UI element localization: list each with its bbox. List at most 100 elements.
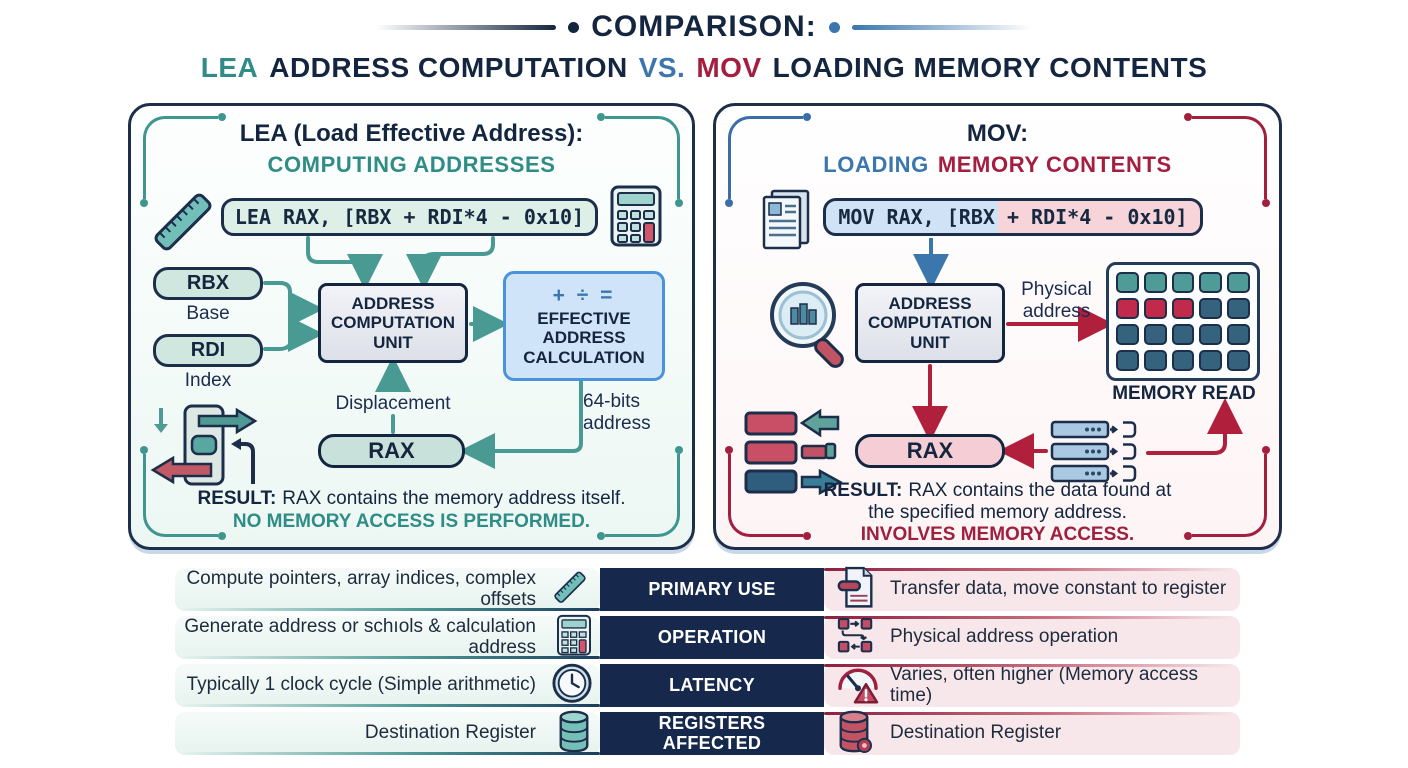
table-label-registers-affected: REGISTERS AFFECTED — [600, 712, 824, 755]
data-transfer-icon — [150, 404, 258, 486]
lea-result-emphasis: NO MEMORY ACCESS IS PERFORMED. — [232, 511, 591, 532]
mov-instruction-code: MOV RAX, [RBX + RDI*4 - 0x10] — [823, 198, 1203, 236]
lea-subheading: COMPUTING ADDRESSES — [267, 152, 556, 177]
title-divider-left — [376, 24, 557, 30]
cell-text: Physical address operation — [890, 626, 1119, 648]
address-mapping-icon — [836, 616, 876, 660]
memory-cell — [1227, 298, 1250, 319]
register-box-rbx: RBX — [153, 267, 263, 300]
document-icon — [762, 189, 810, 250]
subtitle-mov: MOV — [696, 52, 762, 83]
table-cell-lea-primary-use: Compute pointers, array indices, complex… — [175, 568, 600, 611]
memory-cell — [1199, 350, 1223, 371]
memory-cell — [1116, 298, 1139, 319]
table-label-operation: OPERATION — [600, 616, 824, 659]
cell-text: Destination Register — [364, 722, 536, 744]
title-dot-right — [828, 21, 840, 33]
subtitle: LEA ADDRESS COMPUTATION VS. MOV LOADING … — [0, 52, 1408, 84]
mov-rax-box: RAX — [855, 434, 1005, 468]
gauge-warning-icon — [836, 662, 880, 710]
memory-cell — [1199, 324, 1223, 345]
table-cell-lea-registers: Destination Register — [175, 710, 600, 755]
memory-cell — [1116, 272, 1139, 293]
lea-heading: LEA (Load Effective Address): — [239, 120, 584, 147]
result-body: RAX contains the data found at — [908, 480, 1172, 501]
displacement-label: Displacement — [335, 393, 451, 414]
title-text: COMPARISON: — [591, 10, 817, 43]
table-label-primary-use: PRIMARY USE — [600, 568, 824, 611]
result-prefix: RESULT: — [823, 480, 903, 501]
calculator-icon — [556, 614, 592, 662]
lea-result-text: RESULT:RAX contains the memory address i… — [131, 488, 692, 510]
database-icon — [556, 709, 592, 759]
subtitle-right-phrase: LOADING MEMORY CONTENTS — [772, 52, 1208, 83]
mov-subheading-memory: MEMORY CONTENTS — [937, 152, 1172, 177]
table-cell-mov-latency: Varies, often higher (Memory access time… — [824, 664, 1240, 707]
memory-cell — [1116, 350, 1139, 371]
mov-panel: MOV: LOADING MEMORY CONTENTS — [713, 103, 1282, 550]
memory-cell — [1171, 324, 1195, 345]
subtitle-lea: LEA — [200, 52, 259, 83]
document-transfer-icon — [836, 565, 876, 615]
cell-text: Transfer data, move constant to register — [890, 578, 1227, 600]
lea-instruction-code: LEA RAX, [RBX + RDI*4 - 0x10] — [221, 198, 598, 236]
register-role-base: Base — [186, 303, 230, 324]
title-divider-right — [851, 24, 1032, 30]
address-width-label: 64-bits address — [583, 391, 651, 434]
memory-cell — [1143, 350, 1167, 371]
table-cell-mov-operation: Physical address operation — [824, 616, 1240, 659]
calculator-icon — [610, 185, 662, 247]
mov-result-emphasis: INVOLVES MEMORY ACCESS. — [860, 524, 1135, 545]
table-label-latency: LATENCY — [600, 664, 824, 707]
mov-result-text-line2: the specified memory address. — [868, 502, 1127, 523]
memory-cell — [1143, 272, 1167, 293]
memory-cell — [1199, 272, 1223, 293]
lea-panel: LEA (Load Effective Address): COMPUTING … — [128, 103, 695, 550]
result-body: RAX contains the memory address itself. — [282, 488, 626, 509]
memory-cell — [1227, 324, 1250, 345]
cell-text: Destination Register — [890, 722, 1062, 744]
title-dot-left — [568, 21, 580, 33]
mov-connectors — [912, 238, 1243, 469]
effective-address-box: + ÷ = EFFECTIVE ADDRESS CALCULATION — [503, 271, 665, 381]
cell-text: Compute pointers, array indices, complex… — [186, 567, 536, 610]
memory-cell — [1227, 272, 1250, 293]
memory-cell — [1171, 272, 1195, 293]
mov-heading: MOV: — [966, 120, 1029, 147]
mov-subheading-loading: LOADING — [823, 152, 929, 177]
memory-grid — [1106, 262, 1260, 381]
register-exchange-icon — [744, 408, 843, 496]
memory-read-label: MEMORY READ — [1112, 383, 1256, 404]
memory-cell — [1143, 298, 1167, 319]
lea-rax-box: RAX — [318, 434, 465, 468]
table-cell-mov-primary-use: Transfer data, move constant to register — [824, 566, 1240, 611]
memory-cell — [1171, 350, 1195, 371]
math-symbols-icon: + ÷ = — [552, 284, 616, 308]
lea-acu-box: ADDRESS COMPUTATION UNIT — [318, 283, 468, 363]
effective-address-label: EFFECTIVE ADDRESS CALCULATION — [523, 309, 645, 367]
magnifier-icon — [770, 282, 844, 368]
cell-text: Generate address or schıols & calculatio… — [184, 615, 536, 658]
table-cell-lea-latency: Typically 1 clock cycle (Simple arithmet… — [175, 663, 600, 709]
table-cell-lea-operation: Generate address or schıols & calculatio… — [175, 614, 600, 662]
memory-cell — [1171, 298, 1195, 319]
memory-cell — [1227, 350, 1250, 371]
mov-acu-box: ADDRESS COMPUTATION UNIT — [855, 283, 1005, 363]
result-prefix: RESULT: — [197, 488, 277, 509]
cell-text: Varies, often higher (Memory access time… — [890, 663, 1198, 706]
memory-cell — [1143, 324, 1167, 345]
mov-result-text: RESULT:RAX contains the data found at — [716, 480, 1279, 502]
page-title: COMPARISON: — [0, 10, 1408, 44]
register-role-index: Index — [184, 370, 232, 391]
memory-cell — [1199, 298, 1223, 319]
cell-text: Typically 1 clock cycle (Simple arithmet… — [186, 674, 536, 696]
subtitle-left-phrase: ADDRESS COMPUTATION — [269, 52, 628, 83]
server-stack-icon — [1050, 420, 1137, 483]
database-red-icon — [836, 709, 872, 759]
memory-cell — [1116, 324, 1139, 345]
ruler-icon — [548, 565, 592, 615]
subtitle-vs: VS. — [638, 52, 686, 83]
physical-address-label: Physical address — [1021, 279, 1092, 322]
clock-icon — [552, 663, 592, 709]
